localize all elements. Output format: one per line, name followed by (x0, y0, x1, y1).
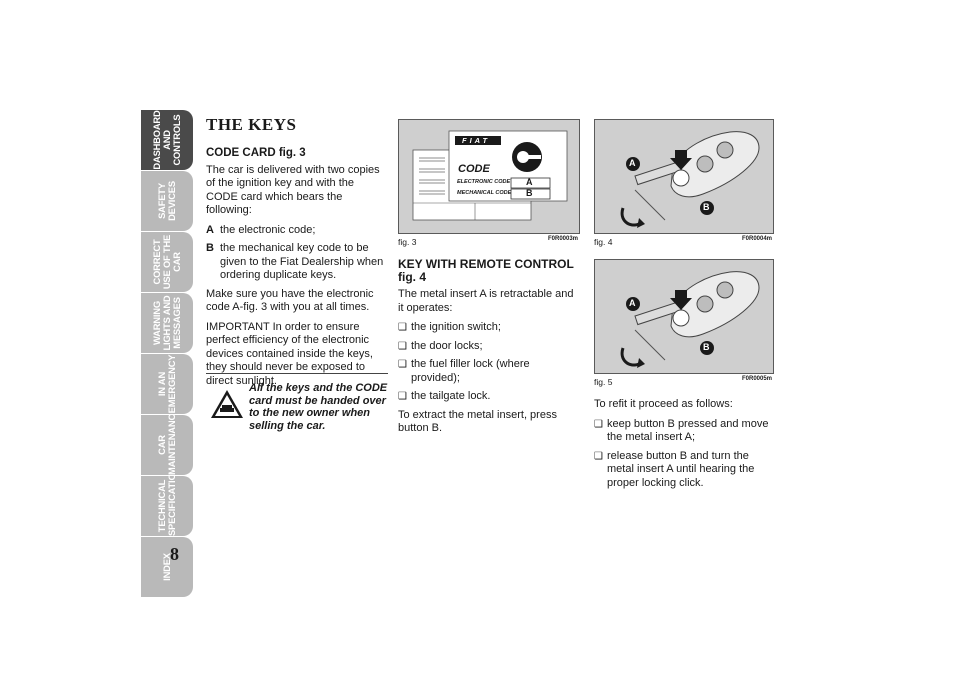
list-item: ❑the fuel filler lock (where provided); (398, 358, 530, 384)
figure-3-code: F0R0003m (548, 236, 579, 242)
tab-safety-devices[interactable]: SAFETY DEVICES (141, 171, 193, 231)
label-a: A (629, 158, 636, 168)
definition-a-text: the electronic code; (220, 223, 316, 236)
definition-a: A the electronic code; (206, 224, 384, 238)
bullet-icon: ❑ (398, 359, 407, 370)
mechanical-code-label: MECHANICAL CODE (457, 190, 512, 196)
bullet-icon: ❑ (594, 450, 603, 462)
tab-correct-use[interactable]: CORRECT USE OF THE CAR (141, 232, 193, 292)
code-b-label: B (526, 188, 533, 198)
list-item: ❑release button B and turn the metal ins… (594, 449, 755, 489)
list-item: ❑the tailgate lock. (398, 390, 491, 402)
warning-icon (211, 390, 243, 418)
bullet-icon: ❑ (594, 418, 603, 430)
remote-key-heading: KEY WITH REMOTE CONTROL fig. 4 (398, 257, 574, 284)
extract-paragraph: To extract the metal insert, press butto… (398, 408, 557, 435)
label-b: B (703, 342, 710, 352)
code-card-illustration (399, 120, 579, 233)
important-paragraph: IMPORTANT In order to ensure perfect eff… (206, 320, 373, 387)
figure-5-key: A B (594, 259, 774, 374)
list-item: ❑the door locks; (398, 339, 483, 352)
operates-paragraph: The metal insert A is retractable and it… (398, 288, 574, 314)
bullet-icon: ❑ (398, 322, 407, 333)
bullet-icon: ❑ (398, 340, 407, 352)
code-card-heading: CODE CARD fig. 3 (206, 146, 306, 159)
page-number: 8 (170, 544, 179, 564)
key-illustration (595, 120, 773, 233)
tab-car-maintenance[interactable]: CAR MAINTENANCE (141, 415, 193, 475)
figure-5-caption: fig. 5 (594, 377, 613, 387)
column-keys: THE KEYS CODE CARD fig. 3 The car is del… (206, 115, 384, 394)
tab-dashboard-and-controls[interactable]: DASHBOARD AND CONTROLS (141, 110, 193, 170)
code-a-label: A (526, 177, 533, 187)
list-item: ❑keep button B pressed and move the meta… (594, 417, 769, 444)
label-b: B (703, 202, 710, 212)
bullet-icon: ❑ (398, 391, 407, 402)
figure-3-caption: fig. 3 (398, 237, 417, 247)
definition-b-key: B (206, 242, 214, 254)
side-index-tabs: DASHBOARD AND CONTROLS SAFETY DEVICES CO… (141, 110, 193, 598)
definition-a-key: A (206, 223, 214, 236)
list-item: ❑the ignition switch; (398, 321, 501, 333)
definition-b: B the mechanical key code to be given to… (206, 242, 384, 283)
figure-4-code: F0R0004m (742, 236, 773, 242)
definition-b-text: the mechanical key code to be given to t… (220, 242, 384, 281)
figure-3-code-card: FIAT CODE ELECTRONIC CODE MECHANICAL COD… (398, 119, 580, 234)
intro-paragraph: The car is delivered with two copies of … (206, 163, 380, 217)
label-a: A (629, 298, 636, 308)
column-refit: To refit it proceed as follows: ❑keep bu… (594, 398, 776, 495)
key-refit-illustration (595, 260, 773, 373)
figure-5-code: F0R0005m (742, 376, 773, 382)
electronic-code-label: ELECTRONIC CODE (457, 179, 511, 185)
fiat-logo-text: FIAT (462, 136, 491, 145)
make-sure-paragraph: Make sure you have the electronic code A… (206, 287, 374, 314)
column-remote-key: KEY WITH REMOTE CONTROL fig. 4 The metal… (398, 258, 580, 442)
figure-4-key: A B (594, 119, 774, 234)
figure-4-caption: fig. 4 (594, 237, 613, 247)
warning-text: All the keys and the CODE card must be h… (249, 382, 388, 432)
tab-index[interactable]: INDEX (141, 537, 193, 597)
card-title: CODE (458, 163, 490, 175)
tab-technical-specifications[interactable]: TECHNICAL SPECIFICATIONS (141, 476, 193, 536)
refit-paragraph: To refit it proceed as follows: (594, 398, 733, 410)
section-title: THE KEYS (206, 115, 297, 134)
warning-note: All the keys and the CODE card must be h… (206, 373, 388, 432)
tab-warning-lights[interactable]: WARNING LIGHTS AND MESSAGES (141, 293, 193, 353)
tab-in-an-emergency[interactable]: IN AN EMERGENCY (141, 354, 193, 414)
